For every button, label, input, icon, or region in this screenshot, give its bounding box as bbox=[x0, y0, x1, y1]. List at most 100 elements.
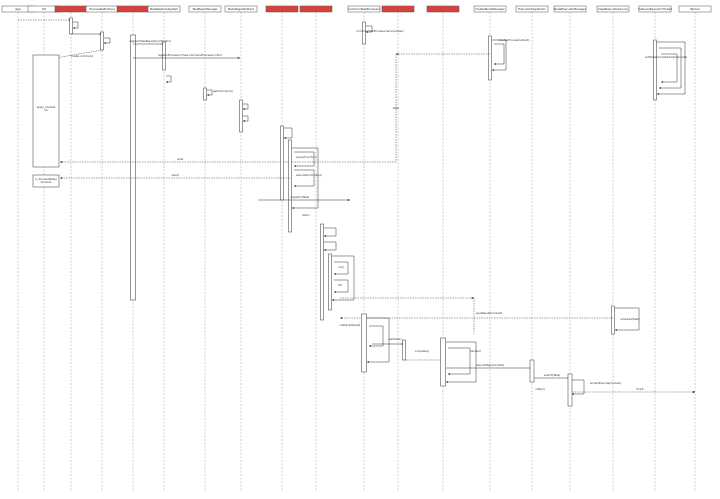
label-handle: handle() bbox=[470, 349, 481, 353]
msg-send-right-head bbox=[471, 296, 474, 300]
participant-label-p13: ClusterNodeManager bbox=[475, 7, 505, 11]
act-p9-a bbox=[288, 139, 292, 233]
self-p17-c bbox=[661, 53, 678, 83]
self-p8-a-head bbox=[284, 137, 286, 139]
act-p3-a bbox=[100, 31, 104, 51]
label-handle2: handle(ProcessContext) bbox=[499, 38, 530, 42]
self-p12-b-head bbox=[448, 373, 450, 375]
participant-header-p10 bbox=[347, 5, 381, 13]
label-schedule: schedule(Task) bbox=[620, 317, 639, 321]
msg-result-os-head bbox=[60, 176, 63, 180]
participant-label-p0: App bbox=[15, 7, 21, 11]
os-small-box bbox=[32, 174, 60, 188]
participant-header-p7 bbox=[224, 5, 258, 13]
label-submit: submit(Task) bbox=[544, 373, 561, 377]
act-p10-b bbox=[361, 313, 367, 373]
participant-header-p13 bbox=[473, 5, 507, 13]
self-p3-a bbox=[104, 37, 111, 44]
participant-header-p9 bbox=[299, 5, 333, 13]
label-worker-exec: workerExecute(Context) bbox=[590, 381, 621, 385]
label-finish: finish bbox=[637, 387, 644, 391]
self-p9-g-head bbox=[334, 273, 336, 275]
self-p17-c-head bbox=[661, 81, 663, 83]
self-p17-b bbox=[659, 47, 682, 89]
self-p9-a bbox=[292, 147, 319, 209]
label-complete: complete() bbox=[415, 349, 429, 353]
msg-node-back-head bbox=[396, 52, 399, 56]
act-p6-a bbox=[203, 87, 207, 101]
label-register: register(TaskRepositoryHandler) bbox=[129, 39, 171, 43]
act-p12-a bbox=[440, 337, 446, 387]
participant-header-p5 bbox=[147, 5, 181, 13]
self-p6-a bbox=[207, 89, 213, 96]
label-run: run() bbox=[338, 265, 344, 269]
self-p17-a bbox=[657, 41, 686, 95]
act-p5-a bbox=[162, 41, 166, 71]
self-p3-a-head bbox=[104, 42, 106, 44]
participant-label-p5: NodeRestoreSystem bbox=[150, 7, 179, 11]
self-p9-h bbox=[334, 279, 349, 293]
self-p10-c bbox=[369, 325, 384, 347]
act-p9-b bbox=[320, 223, 324, 321]
label-big-note: run bbox=[44, 109, 49, 112]
self-p15-a-head bbox=[572, 393, 574, 395]
participant-label-p1: OS bbox=[42, 7, 46, 11]
self-p7-b bbox=[243, 115, 249, 122]
self-p13-b bbox=[494, 43, 505, 65]
label-node: node bbox=[177, 157, 184, 161]
participant-header-p6 bbox=[188, 5, 222, 13]
self-p9-e-head bbox=[324, 249, 326, 251]
act-p11-a bbox=[402, 339, 406, 361]
participant-label-p10: CommonTaskProcessor bbox=[348, 7, 381, 11]
self-p9-d bbox=[324, 227, 337, 237]
participant-label-p3: ProcessDefinitions bbox=[89, 7, 115, 11]
participant-header-p16 bbox=[596, 5, 630, 13]
self-p12-a-head bbox=[446, 381, 448, 383]
act-p15-a bbox=[567, 373, 573, 407]
self-p15-a bbox=[572, 379, 585, 395]
label-result: result bbox=[171, 173, 178, 177]
participant-header-p14 bbox=[515, 5, 549, 13]
label-get-cmd: getCommand() bbox=[213, 89, 233, 93]
act-p14-a bbox=[529, 359, 535, 383]
act-p17-a bbox=[653, 39, 657, 101]
self-p10-a bbox=[366, 25, 373, 33]
participant-label-p6: TaskRepoManager bbox=[191, 7, 218, 11]
act-p16-a bbox=[611, 305, 615, 335]
label-dispatch: dispatch(Task) bbox=[291, 195, 310, 199]
os-activation-box bbox=[32, 54, 60, 168]
participant-header-p4 bbox=[116, 5, 150, 13]
self-p12-b bbox=[448, 347, 471, 375]
participant-label-p15: NodeExecutorManager bbox=[554, 7, 587, 11]
self-p9-b bbox=[294, 151, 315, 167]
label-create-comm: create command bbox=[71, 54, 93, 58]
act-p4-main bbox=[130, 34, 136, 301]
participant-header-p18 bbox=[678, 5, 712, 13]
self-p9-c bbox=[294, 169, 315, 187]
msg-node-to-os-head bbox=[60, 160, 63, 164]
self-p9-c-head bbox=[294, 185, 296, 187]
self-p9-f-head bbox=[332, 299, 334, 301]
self-p2-a-head bbox=[73, 27, 75, 29]
self-p6-a-head bbox=[207, 94, 209, 96]
label-small-note: is_Sucess(State) bbox=[35, 177, 56, 181]
act-p7-a bbox=[239, 99, 243, 133]
self-p7-b-head bbox=[243, 120, 245, 122]
self-p9-b-head bbox=[294, 165, 296, 167]
act-p10-a bbox=[362, 21, 366, 45]
participant-header-p8 bbox=[265, 5, 299, 13]
label-wait: wait(Task) bbox=[388, 337, 401, 341]
label-small-note: Channel bbox=[41, 180, 52, 184]
self-p7-a-head bbox=[243, 108, 245, 110]
self-p9-h-head bbox=[334, 291, 336, 293]
label-notify: notify() bbox=[535, 387, 544, 391]
act-p8-a bbox=[280, 125, 284, 201]
self-p12-a bbox=[446, 341, 477, 383]
self-p16-a bbox=[615, 307, 640, 331]
participant-header-p15 bbox=[553, 5, 587, 13]
self-p17-a-head bbox=[657, 93, 659, 95]
self-p8-a bbox=[284, 127, 293, 139]
self-p17-b-head bbox=[659, 87, 661, 89]
